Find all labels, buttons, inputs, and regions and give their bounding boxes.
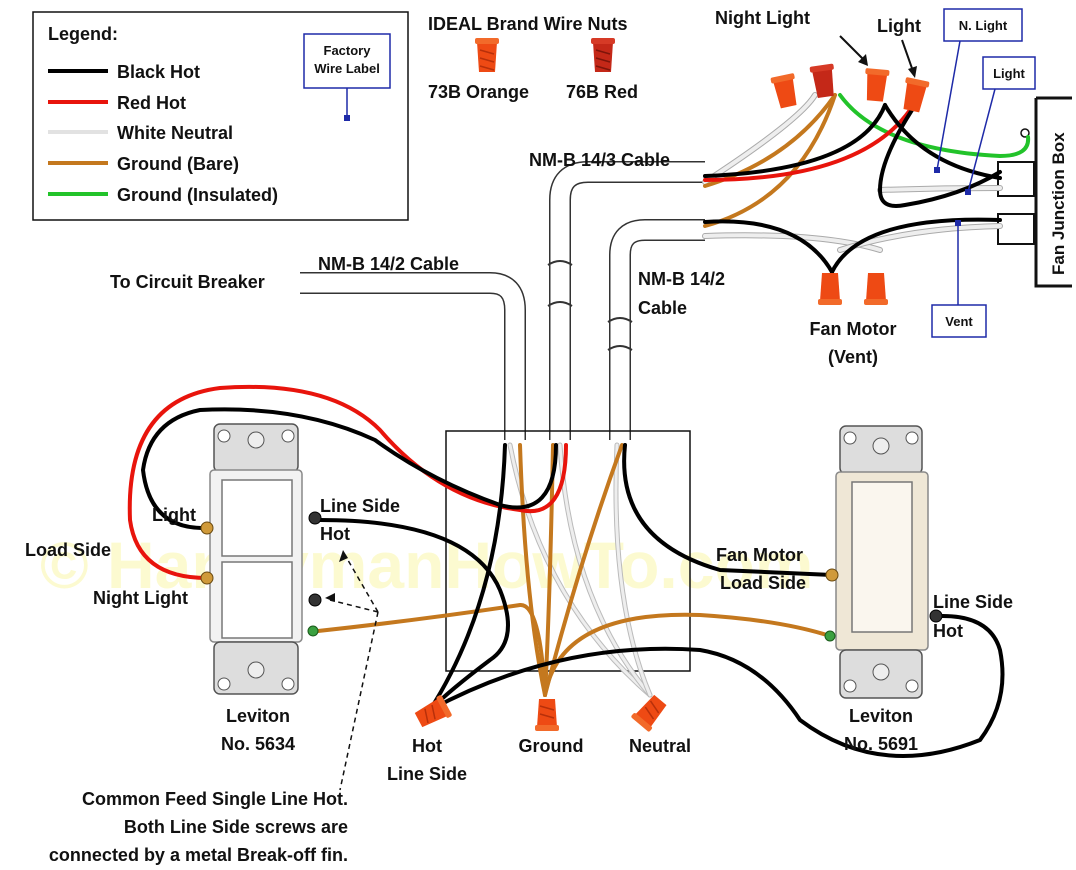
light-connector (997, 161, 1035, 197)
cable-14-3-label: NM-B 14/3 Cable (529, 150, 670, 170)
cable-14-2-right-outline (609, 219, 705, 440)
fan-wire-nuts (770, 63, 930, 305)
leviton-5691-label-1: Leviton (849, 706, 913, 726)
light-label: Light (877, 16, 921, 36)
fan-motor-label-2: (Vent) (828, 347, 878, 367)
red-wire-nut-icon (591, 38, 615, 72)
legend-item-ground-insulated: Ground (Insulated) (117, 185, 278, 205)
switch-box-wiring (127, 384, 1005, 758)
right-line-side-label-2: Hot (933, 621, 963, 641)
night-light-rocker[interactable] (221, 561, 293, 639)
night-light-arrow (839, 35, 867, 63)
cable-14-2-left-outline (300, 272, 526, 440)
line-side-hot-label-2: Hot (320, 524, 350, 544)
leviton-5634-label-1: Leviton (226, 706, 290, 726)
sw-night-light-label: Night Light (93, 588, 188, 608)
orange-nut-label: 73B Orange (428, 82, 529, 102)
night-light-load-screw-icon (200, 571, 214, 585)
tag-n-light-text: N. Light (959, 18, 1008, 33)
factory-label-line2: Wire Label (314, 61, 380, 76)
line-hot-screw-bottom-icon (308, 593, 322, 607)
note-line-3: connected by a metal Break-off fin. (49, 845, 348, 865)
fan-toggle[interactable] (851, 481, 913, 633)
vent-connector (997, 213, 1035, 245)
cable-14-2-right-label-2: Cable (638, 298, 687, 318)
fan-motor-load-label-1: Fan Motor (716, 545, 803, 565)
to-circuit-breaker-label: To Circuit Breaker (110, 272, 265, 292)
fan-load-screw-icon (825, 568, 839, 582)
tag-vent (931, 304, 987, 338)
cables (300, 161, 705, 440)
fan-junction-box-label: Fan Junction Box (1049, 132, 1068, 275)
factory-label-dot (344, 115, 350, 121)
ground-screw-icon (307, 625, 319, 637)
note-arrows (329, 554, 379, 791)
line-hot-screw-top-icon (308, 511, 322, 525)
orange-wire-nut-icon (770, 73, 797, 109)
fan-wiring (702, 92, 1031, 274)
neutral-label: Neutral (629, 736, 691, 756)
orange-wire-nut-icon (864, 273, 888, 305)
hot-line-side-label-1: Hot (412, 736, 442, 756)
load-side-label: Load Side (25, 540, 111, 560)
light-load-screw-icon (200, 521, 214, 535)
fan-ground-screw-icon (824, 630, 836, 642)
cable-14-2-left (300, 273, 525, 440)
legend-item-black-hot: Black Hot (117, 62, 200, 82)
fan-line-screw-icon (929, 609, 943, 623)
sw-light-label: Light (152, 505, 196, 525)
orange-wire-nut-icon (865, 68, 890, 102)
ground-label: Ground (519, 736, 584, 756)
neutral-wire-nut-icon (631, 694, 667, 732)
red-wire-nut-icon (809, 63, 834, 98)
orange-wire-nut-icon (818, 273, 842, 305)
switch-box (445, 430, 691, 672)
wire-nut-key: IDEAL Brand Wire Nuts 73B Orange 76B Red (428, 14, 638, 102)
cable-14-3 (550, 162, 705, 440)
tag-vent-text: Vent (945, 314, 973, 329)
line-side-hot-label-1: Line Side (320, 496, 400, 516)
legend-item-red-hot: Red Hot (117, 93, 186, 113)
tag-n-light (943, 8, 1023, 42)
cable-14-2-right-label-1: NM-B 14/2 (638, 269, 725, 289)
legend-item-white-neutral: White Neutral (117, 123, 233, 143)
right-line-side-label-1: Line Side (933, 592, 1013, 612)
tag-light (982, 56, 1036, 90)
note-line-2: Both Line Side screws are (124, 817, 348, 837)
wire-nuts-title: IDEAL Brand Wire Nuts (428, 14, 628, 34)
fan-motor-label-1: Fan Motor (810, 319, 897, 339)
leviton-5691-switch (824, 425, 943, 699)
fan-motor-load-label-2: Load Side (720, 573, 806, 593)
legend-title: Legend: (48, 24, 118, 44)
legend: Legend: Black Hot Red Hot White Neutral … (32, 11, 409, 221)
tag-light-text: Light (993, 66, 1025, 81)
leviton-5634-switch (200, 423, 322, 695)
orange-wire-nut-icon (903, 77, 930, 113)
switch-box-wire-nuts (414, 694, 667, 732)
leviton-5634-label-2: No. 5634 (221, 734, 295, 754)
watermark: © HandymanHowTo.com (40, 528, 813, 602)
legend-item-ground-bare: Ground (Bare) (117, 154, 239, 174)
note-line-1: Common Feed Single Line Hot. (82, 789, 348, 809)
hot-line-side-label-2: Line Side (387, 764, 467, 784)
cable-14-2-right (610, 220, 705, 440)
hot-wire-nut-icon (414, 695, 452, 728)
orange-wire-nut-icon (475, 38, 499, 72)
ground-screw-icon (1020, 128, 1030, 138)
cable-14-2-left-label: NM-B 14/2 Cable (318, 254, 459, 274)
leviton-5691-label-2: No. 5691 (844, 734, 918, 754)
light-rocker[interactable] (221, 479, 293, 557)
ground-wire-nut-icon (535, 699, 559, 731)
factory-label-line1: Factory (324, 43, 372, 58)
night-light-label: Night Light (715, 8, 810, 28)
fan-junction-box: Fan Junction Box (997, 96, 1072, 288)
red-nut-label: 76B Red (566, 82, 638, 102)
